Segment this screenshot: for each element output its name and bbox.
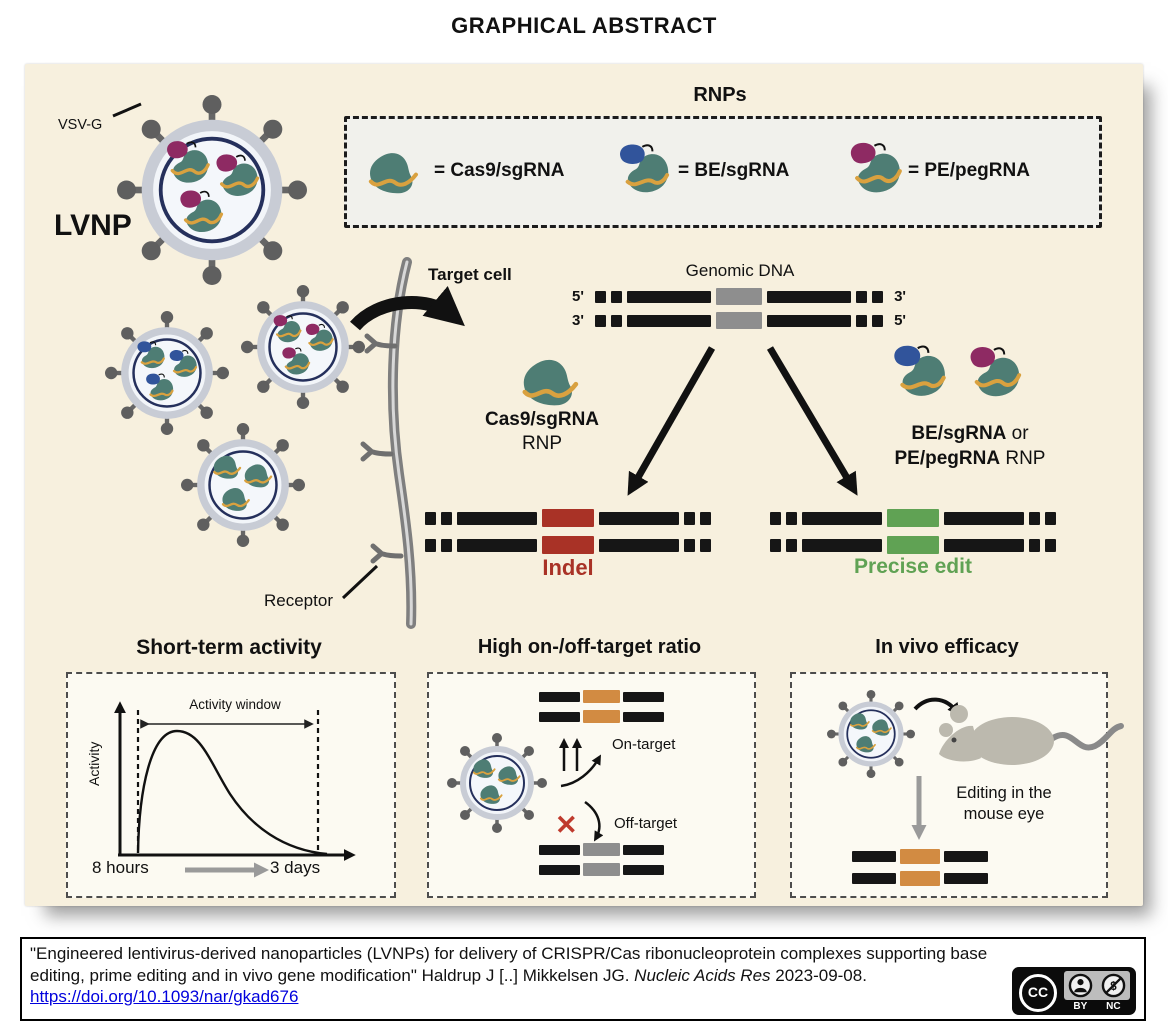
activity-window-label: Activity window [189,697,281,712]
cc-nc-no-dollar-icon: $ [1101,973,1126,998]
legend-pe-label: = PE/pegRNA [908,160,1030,181]
bepe-rnp-label: BE/sgRNA or PE/pegRNA RNP [894,423,1046,469]
x-start-label: 8 hours [92,858,149,877]
dna-strand-top: 5' 3' [572,288,906,305]
off-target-label: Off-target [614,815,678,832]
genomic-dna-label: Genomic DNA [685,261,795,280]
journal-name: Nucleic Acids Res [634,965,771,985]
citation-text: "Engineered lentivirus-derived nanoparti… [30,944,988,1006]
in-vivo-efficacy-title: In vivo efficacy [875,636,1019,658]
mouse-eye-caption: Editing in the mouse eye [956,784,1052,823]
cas9-rnp-label: Cas9/sgRNA RNP [484,409,600,454]
three-prime-label: 3' [894,288,906,305]
on-off-target-title: High on-/off-target ratio [477,636,702,658]
three-prime-label: 3' [572,312,584,329]
target-cell-label: Target cell [428,265,512,284]
x-end-label: 3 days [270,858,321,877]
precise-edit-dna [770,509,1056,554]
mouse-eye-edited-dna [852,849,988,886]
dna-strand-bottom: 3' 5' [572,312,906,329]
legend-cas9-label: = Cas9/sgRNA [434,160,565,181]
legend-be-label: = BE/sgRNA [678,160,790,181]
cc-by-person-icon [1068,973,1093,998]
on-target-label: On-target [612,736,676,753]
activity-axis-label: Activity [86,741,102,787]
cc-icons-strip: $ [1064,971,1130,1000]
citation-footer: "Engineered lentivirus-derived nanoparti… [20,937,1146,1021]
off-target-dna [539,843,664,876]
five-prime-label: 5' [572,288,584,305]
cc-logo-icon: CC [1019,974,1057,1012]
lvnp-label: LVNP [54,209,132,242]
rnps-title: RNPs [693,84,747,106]
precise-edit-label: Precise edit [854,555,972,578]
on-target-dna [539,690,664,723]
off-target-x-icon: ✕ [555,810,578,840]
receptor-label: Receptor [264,591,333,610]
indel-label: Indel [542,555,594,580]
rnps-legend-box [344,116,1102,228]
short-term-activity-title: Short-term activity [136,636,322,659]
doi-link[interactable]: https://doi.org/10.1093/nar/gkad676 [30,987,299,1006]
indel-dna [425,509,711,554]
five-prime-label: 5' [894,312,906,329]
vsvg-label: VSV-G [58,117,103,133]
genomic-dna-strands: 5' 3' 3' 5' [572,288,906,329]
page-title: GRAPHICAL ABSTRACT [451,13,717,38]
